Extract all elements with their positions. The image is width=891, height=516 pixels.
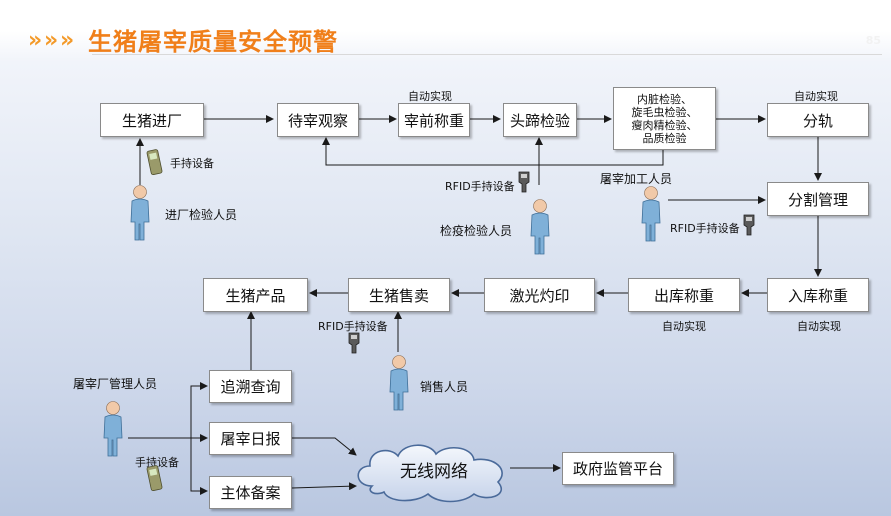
mobile-phone-icon bbox=[146, 149, 163, 176]
box-cutting-management: 分割管理 bbox=[767, 182, 869, 216]
arrow-manager-to-trace bbox=[128, 382, 208, 439]
rfid-reader-icon bbox=[743, 214, 755, 236]
quarantine-inspector-label: 检疫检验人员 bbox=[440, 224, 513, 238]
rfid-label: RFID手持设备 bbox=[445, 180, 515, 193]
viscera-line: 内脏检验、 bbox=[637, 92, 692, 106]
rfid-reader-icon bbox=[348, 332, 360, 354]
person-icon bbox=[103, 401, 123, 457]
handheld-label: 手持设备 bbox=[170, 157, 214, 170]
person-icon bbox=[641, 186, 661, 242]
rfid-label: RFID手持设备 bbox=[670, 222, 740, 235]
chevron-icon: » bbox=[28, 28, 43, 53]
mobile-phone-icon bbox=[146, 465, 163, 492]
box-warehouse-in-weighing: 入库称重 bbox=[767, 278, 869, 312]
plant-manager-label: 屠宰厂管理人员 bbox=[73, 377, 158, 391]
arrow-registration-to-network bbox=[291, 482, 357, 491]
arrow-return-to-observation bbox=[322, 137, 664, 166]
arrow-manager-to-registration bbox=[190, 438, 208, 495]
page-number: 85 bbox=[865, 34, 881, 47]
box-hog-products: 生猪产品 bbox=[203, 278, 308, 312]
header-divider bbox=[92, 54, 882, 55]
box-traceability-query: 追溯查询 bbox=[209, 370, 292, 403]
rfid-reader-icon bbox=[518, 171, 530, 193]
viscera-line: 品质检验 bbox=[642, 131, 687, 145]
auto-label: 自动实现 bbox=[408, 90, 452, 103]
auto-label: 自动实现 bbox=[794, 90, 838, 103]
box-laser-printing: 激光灼印 bbox=[484, 278, 595, 312]
box-hog-sales: 生猪售卖 bbox=[348, 278, 450, 312]
sales-staff-label: 销售人员 bbox=[420, 380, 469, 394]
rfid-label: RFID手持设备 bbox=[318, 320, 388, 333]
box-pre-slaughter-observation: 待宰观察 bbox=[277, 103, 359, 137]
entry-inspector-label: 进厂检验人员 bbox=[165, 208, 238, 222]
processing-staff-label: 屠宰加工人员 bbox=[600, 172, 673, 186]
box-warehouse-out-weighing: 出库称重 bbox=[628, 278, 740, 312]
box-viscera-inspections: 内脏检验、 旋毛虫检验、 瘦肉精检验、 品质检验 bbox=[613, 87, 716, 150]
arrow-report-to-network bbox=[292, 437, 357, 456]
chevron-icon: » bbox=[44, 28, 59, 53]
viscera-line: 瘦肉精检验、 bbox=[631, 118, 698, 132]
viscera-line: 旋毛虫检验、 bbox=[631, 105, 698, 119]
box-hog-entry: 生猪进厂 bbox=[100, 103, 204, 137]
person-icon bbox=[389, 355, 409, 411]
auto-label: 自动实现 bbox=[797, 320, 841, 333]
box-pre-slaughter-weighing: 宰前称重 bbox=[398, 103, 470, 137]
page-title: 生猪屠宰质量安全预警 bbox=[88, 28, 338, 56]
person-icon bbox=[130, 185, 150, 241]
box-head-hoof-inspection: 头蹄检验 bbox=[503, 103, 577, 137]
chevron-icon: » bbox=[60, 28, 75, 53]
network-label: 无线网络 bbox=[400, 462, 468, 482]
box-entity-registration: 主体备案 bbox=[209, 476, 292, 509]
box-government-platform: 政府监管平台 bbox=[562, 452, 674, 485]
auto-label: 自动实现 bbox=[662, 320, 706, 333]
cloud-icon bbox=[357, 444, 503, 503]
box-splitting: 分轨 bbox=[767, 103, 869, 137]
handheld-label: 手持设备 bbox=[135, 456, 179, 469]
person-icon bbox=[530, 199, 550, 255]
box-slaughter-daily-report: 屠宰日报 bbox=[209, 422, 292, 455]
header: » » » 生猪屠宰质量安全预警 85 bbox=[0, 0, 891, 58]
